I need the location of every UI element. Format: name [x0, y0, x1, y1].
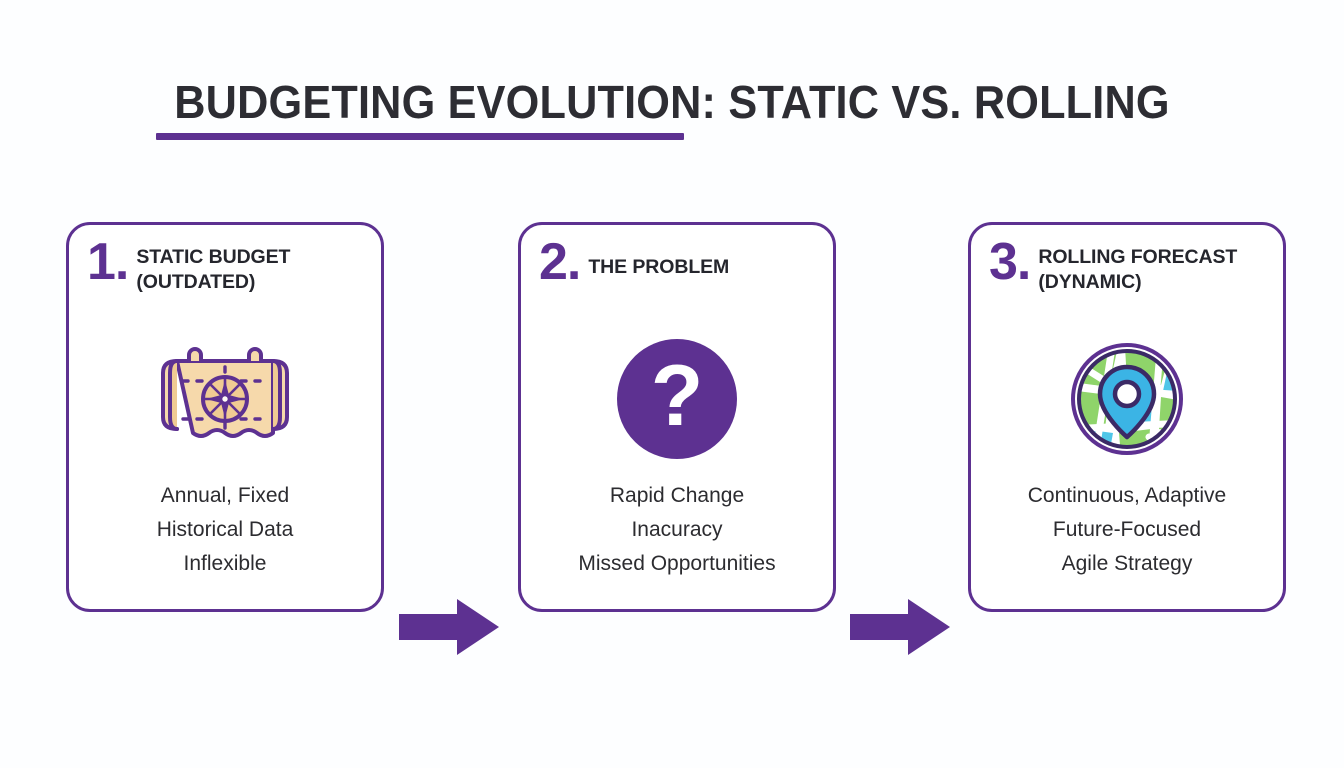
- card-body-line-2: Historical Data: [156, 518, 294, 542]
- question-mark-glyph: ?: [650, 348, 704, 444]
- card-heading: ROLLING FORECAST (DYNAMIC): [1038, 239, 1237, 295]
- card-body-line-3: Missed Opportunities: [578, 552, 776, 576]
- card-body-line-2: Future-Focused: [1052, 518, 1202, 542]
- card-body-line-1: Continuous, Adaptive: [1027, 484, 1227, 507]
- map-location-pin-icon: [1071, 343, 1183, 455]
- card-body-line-3: Inflexible: [183, 552, 267, 576]
- card-body: Continuous, Adaptive Future-Focused Agil…: [965, 479, 1289, 581]
- title-underline: [156, 133, 684, 140]
- card-body: Rapid Change Inacuracy Missed Opportunit…: [515, 479, 839, 581]
- card-the-problem[interactable]: 2. THE PROBLEM ? Rapid Change Inacuracy …: [518, 222, 836, 612]
- card-body-line-1: Rapid Change: [609, 484, 745, 507]
- card-heading: THE PROBLEM: [588, 239, 729, 280]
- card-body-line-2: Inacuracy: [631, 518, 723, 542]
- cards-row: 1. STATIC BUDGET (OUTDATED): [0, 222, 1344, 655]
- card-heading-line-2: (OUTDATED): [136, 270, 256, 293]
- card-header: 1. STATIC BUDGET (OUTDATED): [87, 233, 377, 295]
- question-mark-circle-icon: ?: [617, 339, 737, 459]
- card-body-line-1: Annual, Fixed: [160, 484, 290, 507]
- treasure-map-icon: [161, 347, 289, 438]
- card-heading-line-2: (DYNAMIC): [1038, 270, 1142, 293]
- card-static-budget[interactable]: 1. STATIC BUDGET (OUTDATED): [66, 222, 384, 612]
- card-body: Annual, Fixed Historical Data Inflexible: [63, 479, 387, 581]
- card-body-line-3: Agile Strategy: [1061, 552, 1193, 576]
- page-title: BUDGETING EVOLUTION: STATIC VS. ROLLING: [174, 76, 1170, 128]
- card-icon-slot: [69, 329, 381, 469]
- card-number: 1.: [87, 233, 129, 291]
- card-number: 2.: [539, 233, 581, 291]
- title-block: BUDGETING EVOLUTION: STATIC VS. ROLLING: [0, 76, 1344, 140]
- card-heading: STATIC BUDGET (OUTDATED): [136, 239, 290, 295]
- arrow-static-to-problem-icon: [399, 599, 499, 655]
- card-header: 3. ROLLING FORECAST (DYNAMIC): [989, 233, 1279, 295]
- card-heading-line-1: THE PROBLEM: [588, 256, 730, 278]
- card-heading-line-1: STATIC BUDGET: [136, 246, 291, 268]
- card-icon-slot: [971, 329, 1283, 469]
- card-header: 2. THE PROBLEM: [539, 233, 829, 291]
- card-icon-slot: ?: [521, 329, 833, 469]
- card-rolling-forecast[interactable]: 3. ROLLING FORECAST (DYNAMIC): [968, 222, 1286, 612]
- arrow-problem-to-forecast-icon: [850, 599, 950, 655]
- card-heading-line-1: ROLLING FORECAST: [1038, 246, 1238, 268]
- card-number: 3.: [989, 233, 1031, 291]
